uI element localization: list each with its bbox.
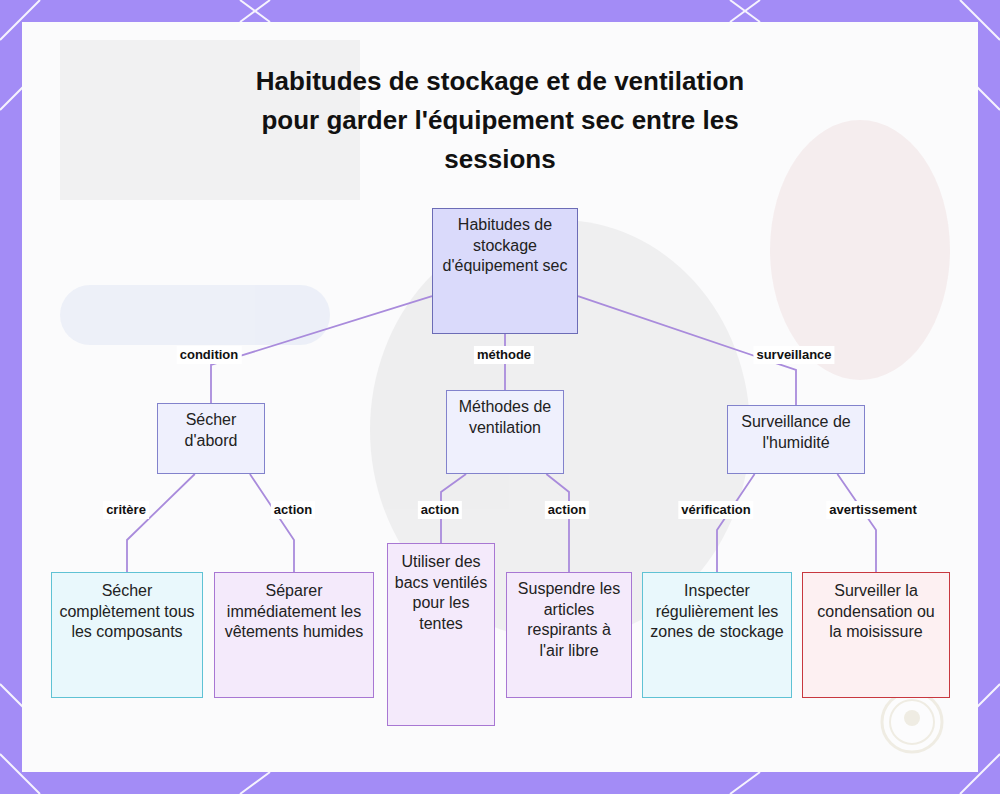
box-text: Inspecter régulièrement les zones de sto… <box>649 581 785 643</box>
box-text: Sécher d'abord <box>164 410 258 451</box>
box-text: Surveiller la condensation ou la moisiss… <box>809 581 943 643</box>
connector <box>546 474 569 572</box>
connector <box>127 474 195 572</box>
box-text: Utiliser des bacs ventilés pour les tent… <box>394 552 488 634</box>
diagram-title: Habitudes de stockage et de ventilation … <box>225 62 775 179</box>
logo-icon <box>882 692 942 752</box>
box-text: Méthodes de ventilation <box>453 397 557 438</box>
concept-box: Surveiller la condensation ou la moisiss… <box>802 572 950 698</box>
concept-box: Surveillance de l'humidité <box>727 405 865 474</box>
box-text: Surveillance de l'humidité <box>734 412 858 453</box>
concept-box: Suspendre les articles respirants à l'ai… <box>506 572 632 698</box>
faded-photo <box>60 40 950 640</box>
concept-box: Sécher complètement tous les composants <box>51 572 203 698</box>
box-text: Sécher complètement tous les composants <box>58 581 196 643</box>
edge-label: critère <box>103 501 149 519</box>
panel <box>22 22 978 772</box>
connector <box>837 474 876 572</box>
edge-label: action <box>418 501 462 519</box>
concept-box: Utiliser des bacs ventilés pour les tent… <box>387 543 495 726</box>
edge-label: condition <box>177 346 242 364</box>
concept-box: Méthodes de ventilation <box>446 390 564 474</box>
box-text: Suspendre les articles respirants à l'ai… <box>513 579 625 661</box>
edge-label: vérification <box>678 501 753 519</box>
edge-label: action <box>545 501 589 519</box>
connector <box>211 296 432 403</box>
connector <box>250 474 294 572</box>
concept-box: Sécher d'abord <box>157 403 265 474</box>
box-text: Séparer immédiatement les vêtements humi… <box>221 581 367 643</box>
connector <box>717 474 755 572</box>
concept-box: Séparer immédiatement les vêtements humi… <box>214 572 374 698</box>
edge-label: méthode <box>474 346 534 364</box>
concept-box: Inspecter régulièrement les zones de sto… <box>642 572 792 698</box>
edge-label: avertissement <box>826 501 919 519</box>
root-box: Habitudes de stockage d'équipement sec <box>432 208 578 334</box>
edge-label: action <box>271 501 315 519</box>
box-text: Habitudes de stockage d'équipement sec <box>439 215 571 277</box>
edge-label: surveillance <box>753 346 834 364</box>
